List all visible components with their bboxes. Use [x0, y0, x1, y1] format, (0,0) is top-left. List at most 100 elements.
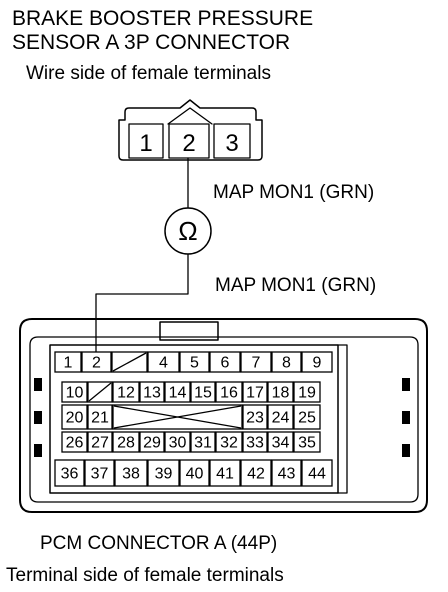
pcm-terminal-number: 10 — [66, 385, 84, 402]
sensor-title-line1: BRAKE BOOSTER PRESSURE — [12, 7, 314, 30]
pcm-terminal-cell — [293, 431, 321, 453]
pcm-terminal-cell — [215, 381, 243, 403]
pcm-key-right — [402, 378, 410, 391]
pcm-key-right — [402, 411, 410, 424]
pcm-terminal-cell — [271, 351, 302, 373]
pcm-terminal-cell — [301, 351, 333, 373]
pcm-terminal-cell — [112, 431, 140, 453]
sensor-pin-cell — [168, 123, 210, 159]
pcm-terminal-number: 8 — [282, 355, 291, 372]
pcm-terminal-cell — [267, 404, 294, 430]
sensor-connector-housing — [118, 99, 263, 161]
pcm-terminal-number: 1 — [64, 355, 73, 372]
pcm-latch — [159, 321, 219, 341]
blank-cavity-mark — [88, 382, 112, 402]
pcm-terminal-cell — [164, 381, 191, 403]
pcm-terminal-number: 41 — [216, 466, 234, 483]
pcm-terminal-cell — [179, 351, 210, 373]
pcm-terminal-number: 30 — [169, 435, 187, 452]
pcm-terminal-cell — [293, 381, 321, 403]
pcm-terminal-number: 25 — [298, 410, 316, 427]
pcm-terminal-number: 35 — [298, 435, 316, 452]
pcm-terminal-number: 37 — [91, 466, 109, 483]
pcm-terminal-number: 32 — [220, 435, 238, 452]
blank-cavity-mark — [112, 352, 147, 372]
pcm-terminal-cell — [209, 459, 241, 487]
pcm-title: PCM CONNECTOR A (44P) — [40, 533, 278, 554]
pcm-terminal-cell — [139, 381, 165, 403]
pcm-terminal-block — [49, 344, 339, 494]
pcm-key-left — [34, 444, 42, 457]
pcm-key-left — [34, 378, 42, 391]
pcm-terminal-number: 36 — [61, 466, 79, 483]
pcm-terminal-cell — [112, 381, 140, 403]
pcm-terminal-cell — [267, 381, 294, 403]
pcm-terminal-cell — [267, 431, 294, 453]
pcm-terminal-cell — [114, 459, 148, 487]
pcm-view-label: Terminal side of female terminals — [6, 565, 284, 586]
pcm-terminal-number: 7 — [252, 355, 261, 372]
pcm-terminal-cell — [87, 404, 113, 430]
pcm-terminal-number: 39 — [155, 466, 173, 483]
pcm-terminal-cell — [61, 404, 88, 430]
pcm-terminal-number: 31 — [194, 435, 212, 452]
pcm-connector-outer — [19, 318, 428, 513]
pcm-terminal-number: 9 — [313, 355, 322, 372]
pcm-terminal-number: 2 — [92, 355, 101, 372]
sensor-pin-number: 2 — [182, 130, 195, 157]
pcm-terminal-cell — [293, 404, 321, 430]
pcm-key-right — [402, 444, 410, 457]
pcm-terminal-number: 43 — [278, 466, 296, 483]
pcm-terminal-number: 13 — [143, 385, 161, 402]
pcm-terminal-number: 15 — [194, 385, 212, 402]
pcm-terminal-cell — [147, 459, 180, 487]
pcm-terminal-number: 38 — [122, 466, 140, 483]
pcm-terminal-cell — [61, 381, 88, 403]
pcm-terminal-number: 27 — [91, 435, 109, 452]
pcm-terminal-cell — [147, 351, 180, 373]
pcm-terminal-number: 21 — [91, 410, 109, 427]
pcm-terminal-number: 12 — [117, 385, 135, 402]
pcm-terminal-cell — [61, 431, 88, 453]
pcm-terminal-number: 6 — [221, 355, 230, 372]
pcm-terminal-cell — [271, 459, 302, 487]
pcm-terminal-number: 28 — [117, 435, 135, 452]
pcm-terminal-number: 5 — [190, 355, 199, 372]
pcm-terminal-number: 44 — [308, 466, 326, 483]
pcm-terminal-number: 17 — [246, 385, 264, 402]
pcm-wire-label: MAP MON1 (GRN) — [215, 275, 377, 296]
pcm-terminal-number: 40 — [186, 466, 204, 483]
pcm-terminal-cell — [190, 381, 216, 403]
pcm-terminal-number: 29 — [143, 435, 161, 452]
pcm-terminal-cell — [242, 381, 268, 403]
sensor-pin-number: 3 — [225, 130, 238, 157]
pcm-terminal-number: 33 — [246, 435, 264, 452]
pcm-terminal-cell — [164, 431, 191, 453]
pcm-terminal-number: 24 — [272, 410, 290, 427]
pcm-terminal-cell — [139, 431, 165, 453]
pcm-terminal-number: 19 — [298, 385, 316, 402]
pcm-terminal-cell — [242, 431, 268, 453]
pcm-key-left — [34, 411, 42, 424]
sensor-pin-number: 1 — [139, 130, 152, 157]
pcm-terminal-cell — [301, 459, 333, 487]
pcm-terminal-cell — [209, 351, 241, 373]
pcm-terminal-number: 4 — [159, 355, 168, 372]
pcm-terminal-number: 20 — [66, 410, 84, 427]
pcm-terminal-number: 14 — [169, 385, 187, 402]
pcm-terminal-cell — [215, 431, 243, 453]
wire-meter-to-pcm — [95, 253, 189, 357]
ohm-icon: Ω — [178, 216, 197, 246]
pcm-terminal-number: 34 — [272, 435, 290, 452]
pcm-terminal-cell — [179, 459, 210, 487]
pcm-terminal-number: 18 — [272, 385, 290, 402]
pcm-terminal-cell — [54, 459, 85, 487]
pcm-terminal-cell — [240, 351, 272, 373]
pcm-terminal-cell — [81, 351, 112, 373]
pcm-terminal-cell — [84, 459, 115, 487]
ohmmeter — [164, 207, 212, 255]
pcm-terminal-number: 23 — [246, 410, 264, 427]
sensor-view-label: Wire side of female terminals — [26, 63, 271, 84]
